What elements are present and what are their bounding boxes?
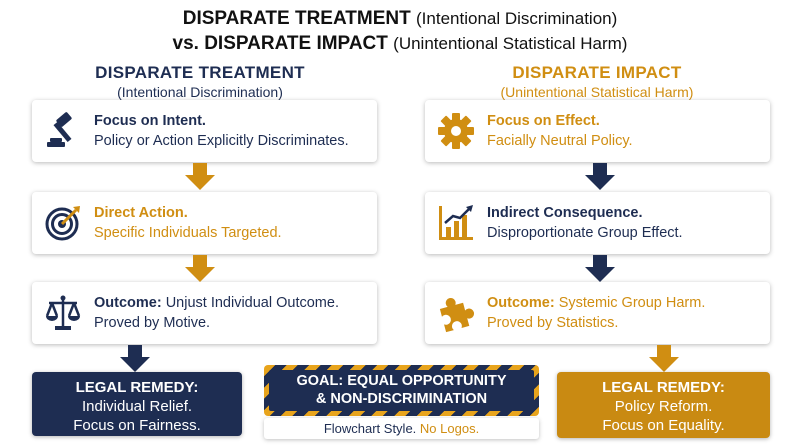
right-card-effect: Focus on Effect. Facially Neutral Policy… (425, 100, 770, 162)
left-legal-remedy: LEGAL REMEDY: Individual Relief. Focus o… (32, 372, 242, 436)
arrow-down-icon (185, 163, 215, 190)
left-card-direct-action: Direct Action. Specific Individuals Targ… (32, 192, 377, 254)
left-card-outcome: Outcome: Unjust Individual Outcome. Prov… (32, 282, 377, 344)
footer-note: Flowchart Style. No Logos. (264, 418, 539, 439)
goal-banner: GOAL: EQUAL OPPORTUNITY & NON-DISCRIMINA… (264, 365, 539, 416)
arrow-down-icon (649, 345, 679, 372)
page-title-line-1: DISPARATE TREATMENT (Intentional Discrim… (182, 8, 618, 29)
bar-chart-icon (425, 203, 487, 243)
gavel-icon (32, 111, 94, 151)
arrow-down-icon (585, 255, 615, 282)
scales-icon (32, 293, 94, 333)
puzzle-icon (425, 293, 487, 333)
right-legal-remedy: LEGAL REMEDY: Policy Reform. Focus on Eq… (557, 372, 770, 438)
arrow-down-icon (120, 345, 150, 372)
left-column-heading: DISPARATE TREATMENT (Intentional Discrim… (95, 63, 305, 100)
target-icon (32, 203, 94, 243)
right-card-indirect: Indirect Consequence. Disproportionate G… (425, 192, 770, 254)
right-card-outcome: Outcome: Systemic Group Harm. Proved by … (425, 282, 770, 344)
arrow-down-icon (585, 163, 615, 190)
left-card-intent: Focus on Intent. Policy or Action Explic… (32, 100, 377, 162)
arrow-down-icon (185, 255, 215, 282)
gear-icon (425, 111, 487, 151)
right-column-heading: DISPARATE IMPACT (Unintentional Statisti… (500, 63, 694, 100)
page-title-line-2: vs. DISPARATE IMPACT (Unintentional Stat… (172, 33, 628, 54)
